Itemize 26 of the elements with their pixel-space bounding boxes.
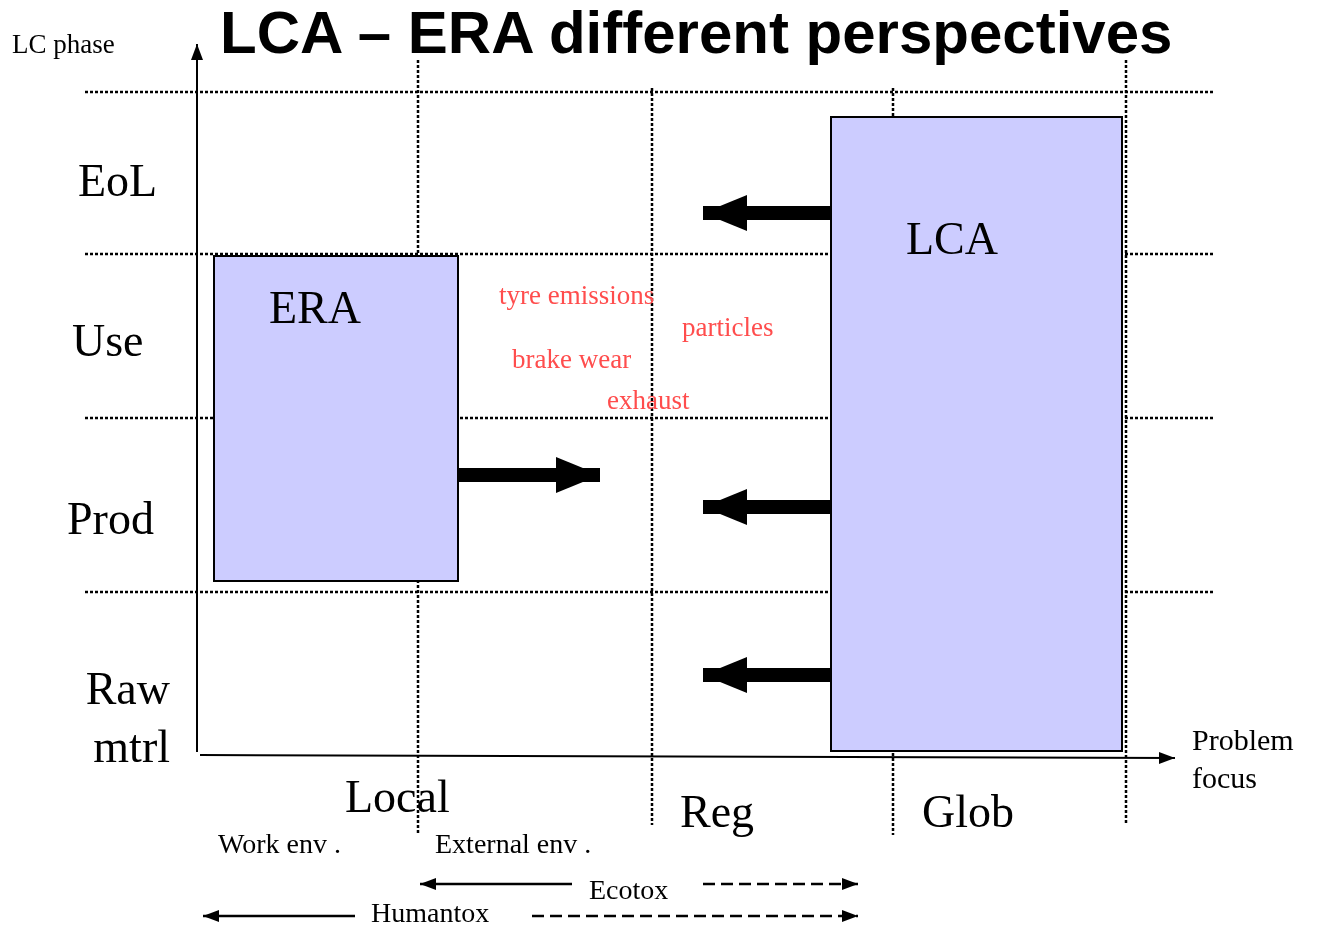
- environment-label: Work env .: [218, 829, 341, 860]
- thick-arrow: [459, 457, 600, 493]
- phase-label: Use: [72, 316, 144, 367]
- range-label: Ecotox: [589, 875, 669, 906]
- thick-arrow: [703, 489, 830, 525]
- axis-title: Problem focus: [1192, 722, 1295, 796]
- category-box: [213, 255, 459, 582]
- axis-title: LC phase: [12, 30, 115, 60]
- scale-label: Local: [345, 772, 450, 823]
- phase-label: Raw mtrl: [84, 662, 170, 774]
- emission-label: brake wear: [512, 345, 632, 375]
- scale-label: Reg: [680, 787, 755, 838]
- emission-label: tyre emissions: [499, 281, 655, 311]
- emission-label: particles: [682, 313, 774, 343]
- thick-arrow: [703, 195, 830, 231]
- title: LCA – ERA different perspectives: [220, 0, 1173, 66]
- category-box: [830, 116, 1123, 752]
- environment-label: External env .: [435, 829, 592, 860]
- emission-label: exhaust: [607, 386, 690, 416]
- scale-label: Glob: [922, 787, 1014, 838]
- box-label: ERA: [269, 285, 361, 331]
- phase-label: EoL: [78, 156, 158, 207]
- thick-arrow: [703, 657, 830, 693]
- box-label: LCA: [906, 216, 998, 262]
- range-label: Humantox: [371, 898, 490, 929]
- phase-label: Prod: [67, 494, 154, 545]
